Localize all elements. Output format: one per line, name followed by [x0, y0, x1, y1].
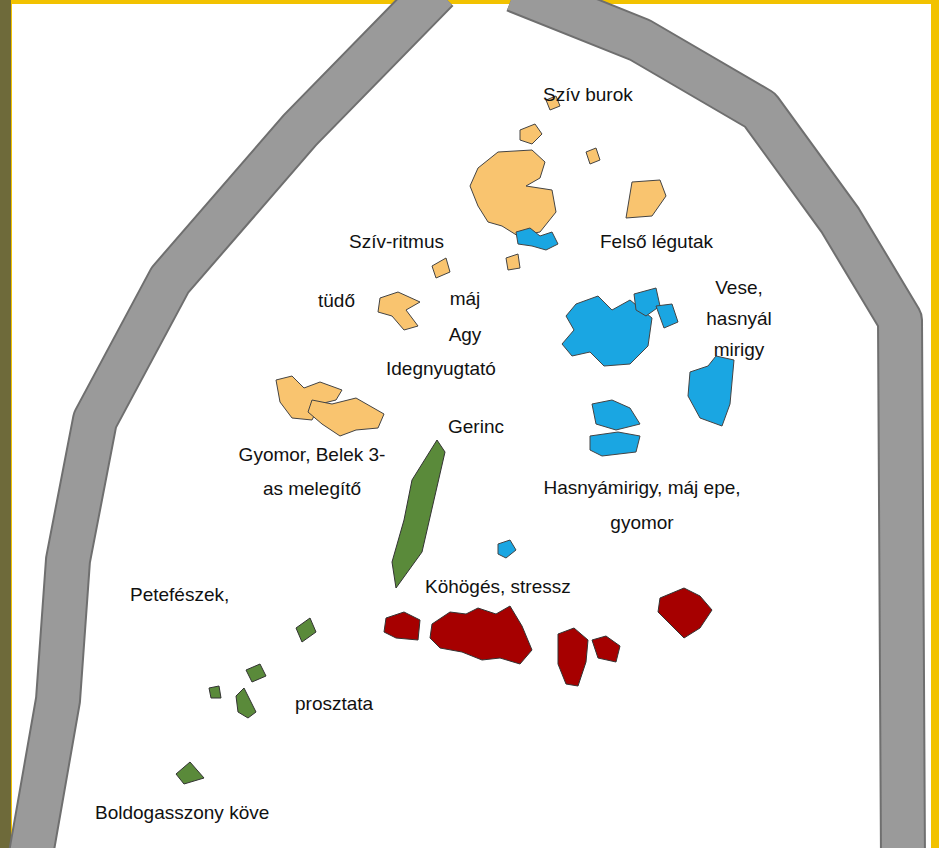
zone — [592, 400, 640, 430]
zone — [498, 540, 516, 558]
zone-label: Szív burok — [543, 84, 633, 107]
frame-strip — [0, 0, 11, 848]
spine-zone — [392, 440, 445, 588]
zone-label: máj — [440, 288, 490, 311]
zone — [384, 612, 420, 640]
zone — [236, 688, 256, 718]
zone — [378, 292, 420, 330]
zone — [246, 664, 266, 682]
zone — [592, 636, 620, 662]
zone — [658, 588, 712, 638]
right-band-edge — [515, 0, 903, 848]
outline-bands — [30, 0, 903, 848]
zone-label: Idegnyugtató — [386, 358, 496, 381]
zone — [586, 148, 600, 164]
zone — [688, 356, 734, 426]
zone — [430, 606, 532, 664]
zone-label: Vese, hasnyál mirigy — [693, 272, 785, 365]
zone — [296, 618, 316, 642]
zone — [506, 254, 520, 270]
red-zones — [384, 588, 712, 686]
zone-label: Hasnyámirigy, máj epe, gyomor — [542, 470, 742, 540]
zone — [626, 180, 666, 218]
zone — [590, 432, 640, 456]
zone-label: Gyomor, Belek 3-as melegítő — [236, 438, 388, 506]
blue-zones — [498, 228, 734, 558]
zone-label: Gerinc — [448, 416, 504, 439]
zone-label: Petefészek, — [130, 584, 229, 607]
zone — [176, 762, 204, 784]
zone — [634, 288, 660, 316]
right-band — [515, 0, 903, 848]
zone-label: Szív-ritmus — [349, 231, 444, 254]
zone-label: Felső légutak — [600, 231, 713, 254]
left-band — [30, 0, 437, 848]
zone — [656, 304, 678, 328]
zone-label: prosztata — [295, 693, 373, 716]
left-band-edge — [30, 0, 437, 848]
zone — [516, 228, 558, 250]
zone-label: tüdő — [318, 290, 355, 313]
zone — [308, 398, 384, 436]
orange-zones — [276, 96, 666, 436]
zone-label: Köhögés, stressz — [425, 576, 571, 599]
zone — [470, 150, 556, 236]
zone — [558, 628, 588, 686]
zone — [520, 124, 542, 144]
zone-label: Boldogasszony köve — [95, 802, 269, 825]
zone-label: Agy — [440, 324, 490, 347]
zone — [432, 258, 450, 278]
zone — [209, 686, 221, 698]
